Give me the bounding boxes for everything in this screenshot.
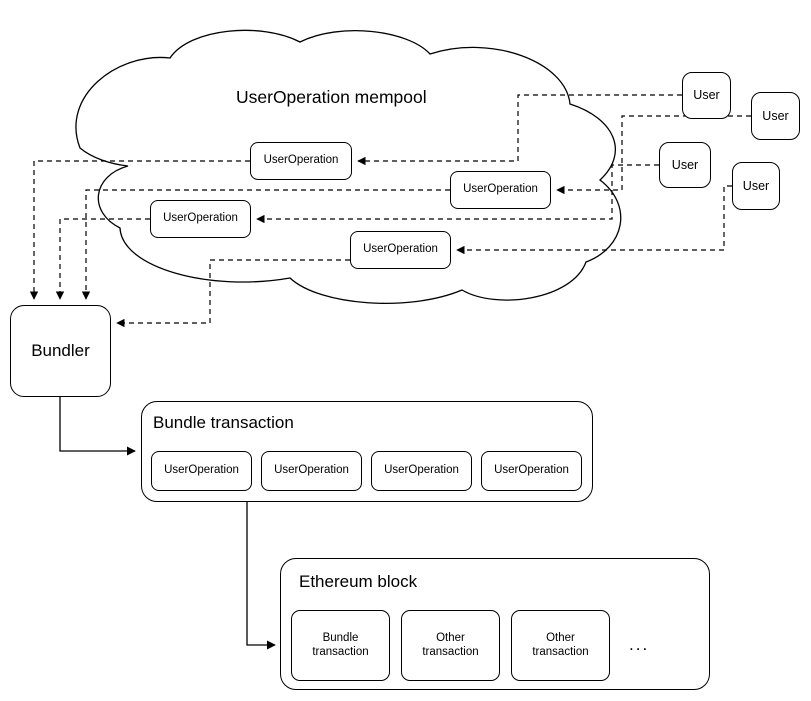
edge-bundler-to-bundle-transaction [59, 397, 136, 456]
edge-user3-to-userop3 [256, 164, 659, 224]
user-node-2-label: User [762, 108, 789, 123]
mempool-userop-2[interactable]: UserOperation [450, 171, 551, 209]
edge-userop3-to-bundler [55, 218, 150, 300]
mempool-userop-2-label: UserOperation [463, 183, 538, 196]
bundle-userop-1-label: UserOperation [164, 464, 239, 477]
edge-bundle-transaction-to-ethereum-block [246, 502, 276, 650]
mempool-userop-4-label: UserOperation [363, 243, 438, 256]
mempool-userop-1-label: UserOperation [263, 154, 339, 167]
bundle-userop-4-label: UserOperation [494, 464, 569, 477]
mempool-userop-1[interactable]: UserOperation [250, 142, 352, 180]
bundle-transaction-title: Bundle transaction [153, 413, 294, 432]
edge-userop4-to-bundler [116, 259, 350, 328]
edge-user4-to-userop4 [456, 185, 732, 255]
block-tx-other-1[interactable]: Other transaction [401, 610, 500, 681]
edge-userop2-to-bundler [81, 189, 450, 300]
block-tx-bundle[interactable]: Bundle transaction [291, 610, 390, 681]
bundle-transaction-container[interactable]: Bundle transaction UserOperation UserOpe… [141, 401, 593, 502]
edge-userop1-to-bundler [29, 160, 250, 300]
bundler-label: Bundler [31, 341, 90, 361]
block-tx-other-1-line2: transaction [422, 645, 479, 658]
bundle-userop-3[interactable]: UserOperation [371, 451, 472, 491]
bundle-userop-2-label: UserOperation [274, 464, 349, 477]
bundle-userop-4[interactable]: UserOperation [481, 451, 582, 491]
block-tx-other-2[interactable]: Other transaction [511, 610, 610, 681]
bundle-userop-3-label: UserOperation [384, 464, 459, 477]
block-overflow-ellipsis: ... [629, 635, 650, 654]
block-tx-bundle-line1: Bundle [322, 632, 359, 645]
bundle-userop-2[interactable]: UserOperation [261, 451, 362, 491]
block-tx-bundle-line2: transaction [312, 645, 369, 658]
block-tx-other-2-line1: Other [546, 632, 575, 645]
user-node-4-label: User [742, 178, 770, 193]
user-node-1-label: User [693, 88, 720, 103]
bundler-node[interactable]: Bundler [10, 305, 111, 397]
user-node-3-label: User [671, 157, 699, 172]
block-tx-other-1-line1: Other [436, 632, 465, 645]
bundle-userop-1[interactable]: UserOperation [151, 451, 252, 491]
user-node-1[interactable]: User [682, 72, 731, 119]
user-node-2[interactable]: User [751, 92, 800, 140]
user-node-4[interactable]: User [732, 162, 780, 210]
ethereum-block-container[interactable]: Ethereum block Bundle transaction Other … [280, 558, 710, 690]
ethereum-block-title: Ethereum block [299, 572, 418, 591]
mempool-userop-3-label: UserOperation [163, 212, 238, 225]
mempool-userop-4[interactable]: UserOperation [350, 231, 451, 269]
user-node-3[interactable]: User [659, 142, 711, 188]
block-tx-other-2-line2: transaction [532, 645, 589, 658]
mempool-userop-3[interactable]: UserOperation [150, 200, 251, 238]
mempool-title: UserOperation mempool [236, 87, 427, 107]
edge-user1-to-userop1 [357, 94, 682, 166]
